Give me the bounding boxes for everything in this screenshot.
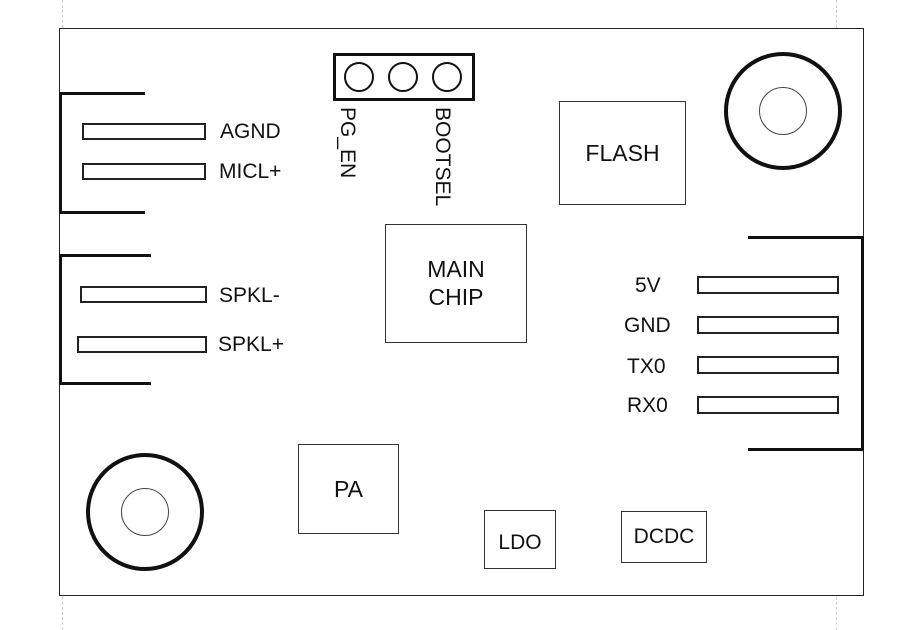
uart-pad-tx0	[697, 356, 839, 374]
mic-pad-agnd	[82, 123, 206, 140]
speaker-pad-spkl-plus	[77, 336, 207, 353]
boot-header	[333, 53, 475, 101]
uart-pad-gnd	[697, 316, 839, 334]
mounting-hole-top-right	[724, 52, 842, 170]
header-pin-1	[344, 62, 374, 92]
header-pin-2	[388, 62, 418, 92]
speaker-pad-spkl-minus	[80, 286, 207, 303]
pa-chip: PA	[298, 444, 399, 534]
mic-pad-micl-plus	[82, 163, 206, 180]
header-label-pg-en: PG_EN	[336, 107, 359, 179]
dcdc-chip: DCDC	[621, 511, 707, 563]
uart-pin-label-5v: 5V	[635, 274, 661, 297]
uart-pad-rx0	[697, 396, 839, 414]
mic-pin-label-agnd: AGND	[220, 120, 281, 143]
uart-pin-label-rx0: RX0	[627, 394, 668, 417]
header-label-bootsel: BOOTSEL	[431, 107, 454, 207]
mic-pin-label-micl-plus: MICL+	[219, 160, 282, 183]
speaker-connector-bracket	[59, 254, 151, 385]
dcdc-label: DCDC	[633, 525, 695, 548]
pa-label: PA	[334, 475, 363, 502]
uart-connector-bracket	[748, 236, 864, 451]
speaker-pin-label-spkl-plus: SPKL+	[218, 333, 284, 356]
main-chip-label-line1: MAIN	[427, 255, 485, 282]
uart-pin-label-tx0: TX0	[627, 355, 666, 378]
ldo-chip: LDO	[484, 510, 556, 569]
speaker-pin-label-spkl-minus: SPKL-	[219, 284, 280, 307]
header-pin-3	[432, 62, 462, 92]
flash-chip: FLASH	[559, 101, 686, 205]
uart-pad-5v	[697, 276, 839, 294]
mounting-hole-top-right-inner	[759, 87, 807, 135]
main-chip: MAIN CHIP	[385, 224, 527, 343]
uart-pin-label-gnd: GND	[624, 314, 671, 337]
main-chip-label-line2: CHIP	[428, 283, 484, 310]
flash-label: FLASH	[585, 139, 660, 166]
mounting-hole-bottom-left-inner	[121, 488, 169, 536]
ldo-label: LDO	[498, 530, 542, 554]
mic-connector-bracket	[59, 92, 145, 214]
mounting-hole-bottom-left	[86, 453, 204, 571]
